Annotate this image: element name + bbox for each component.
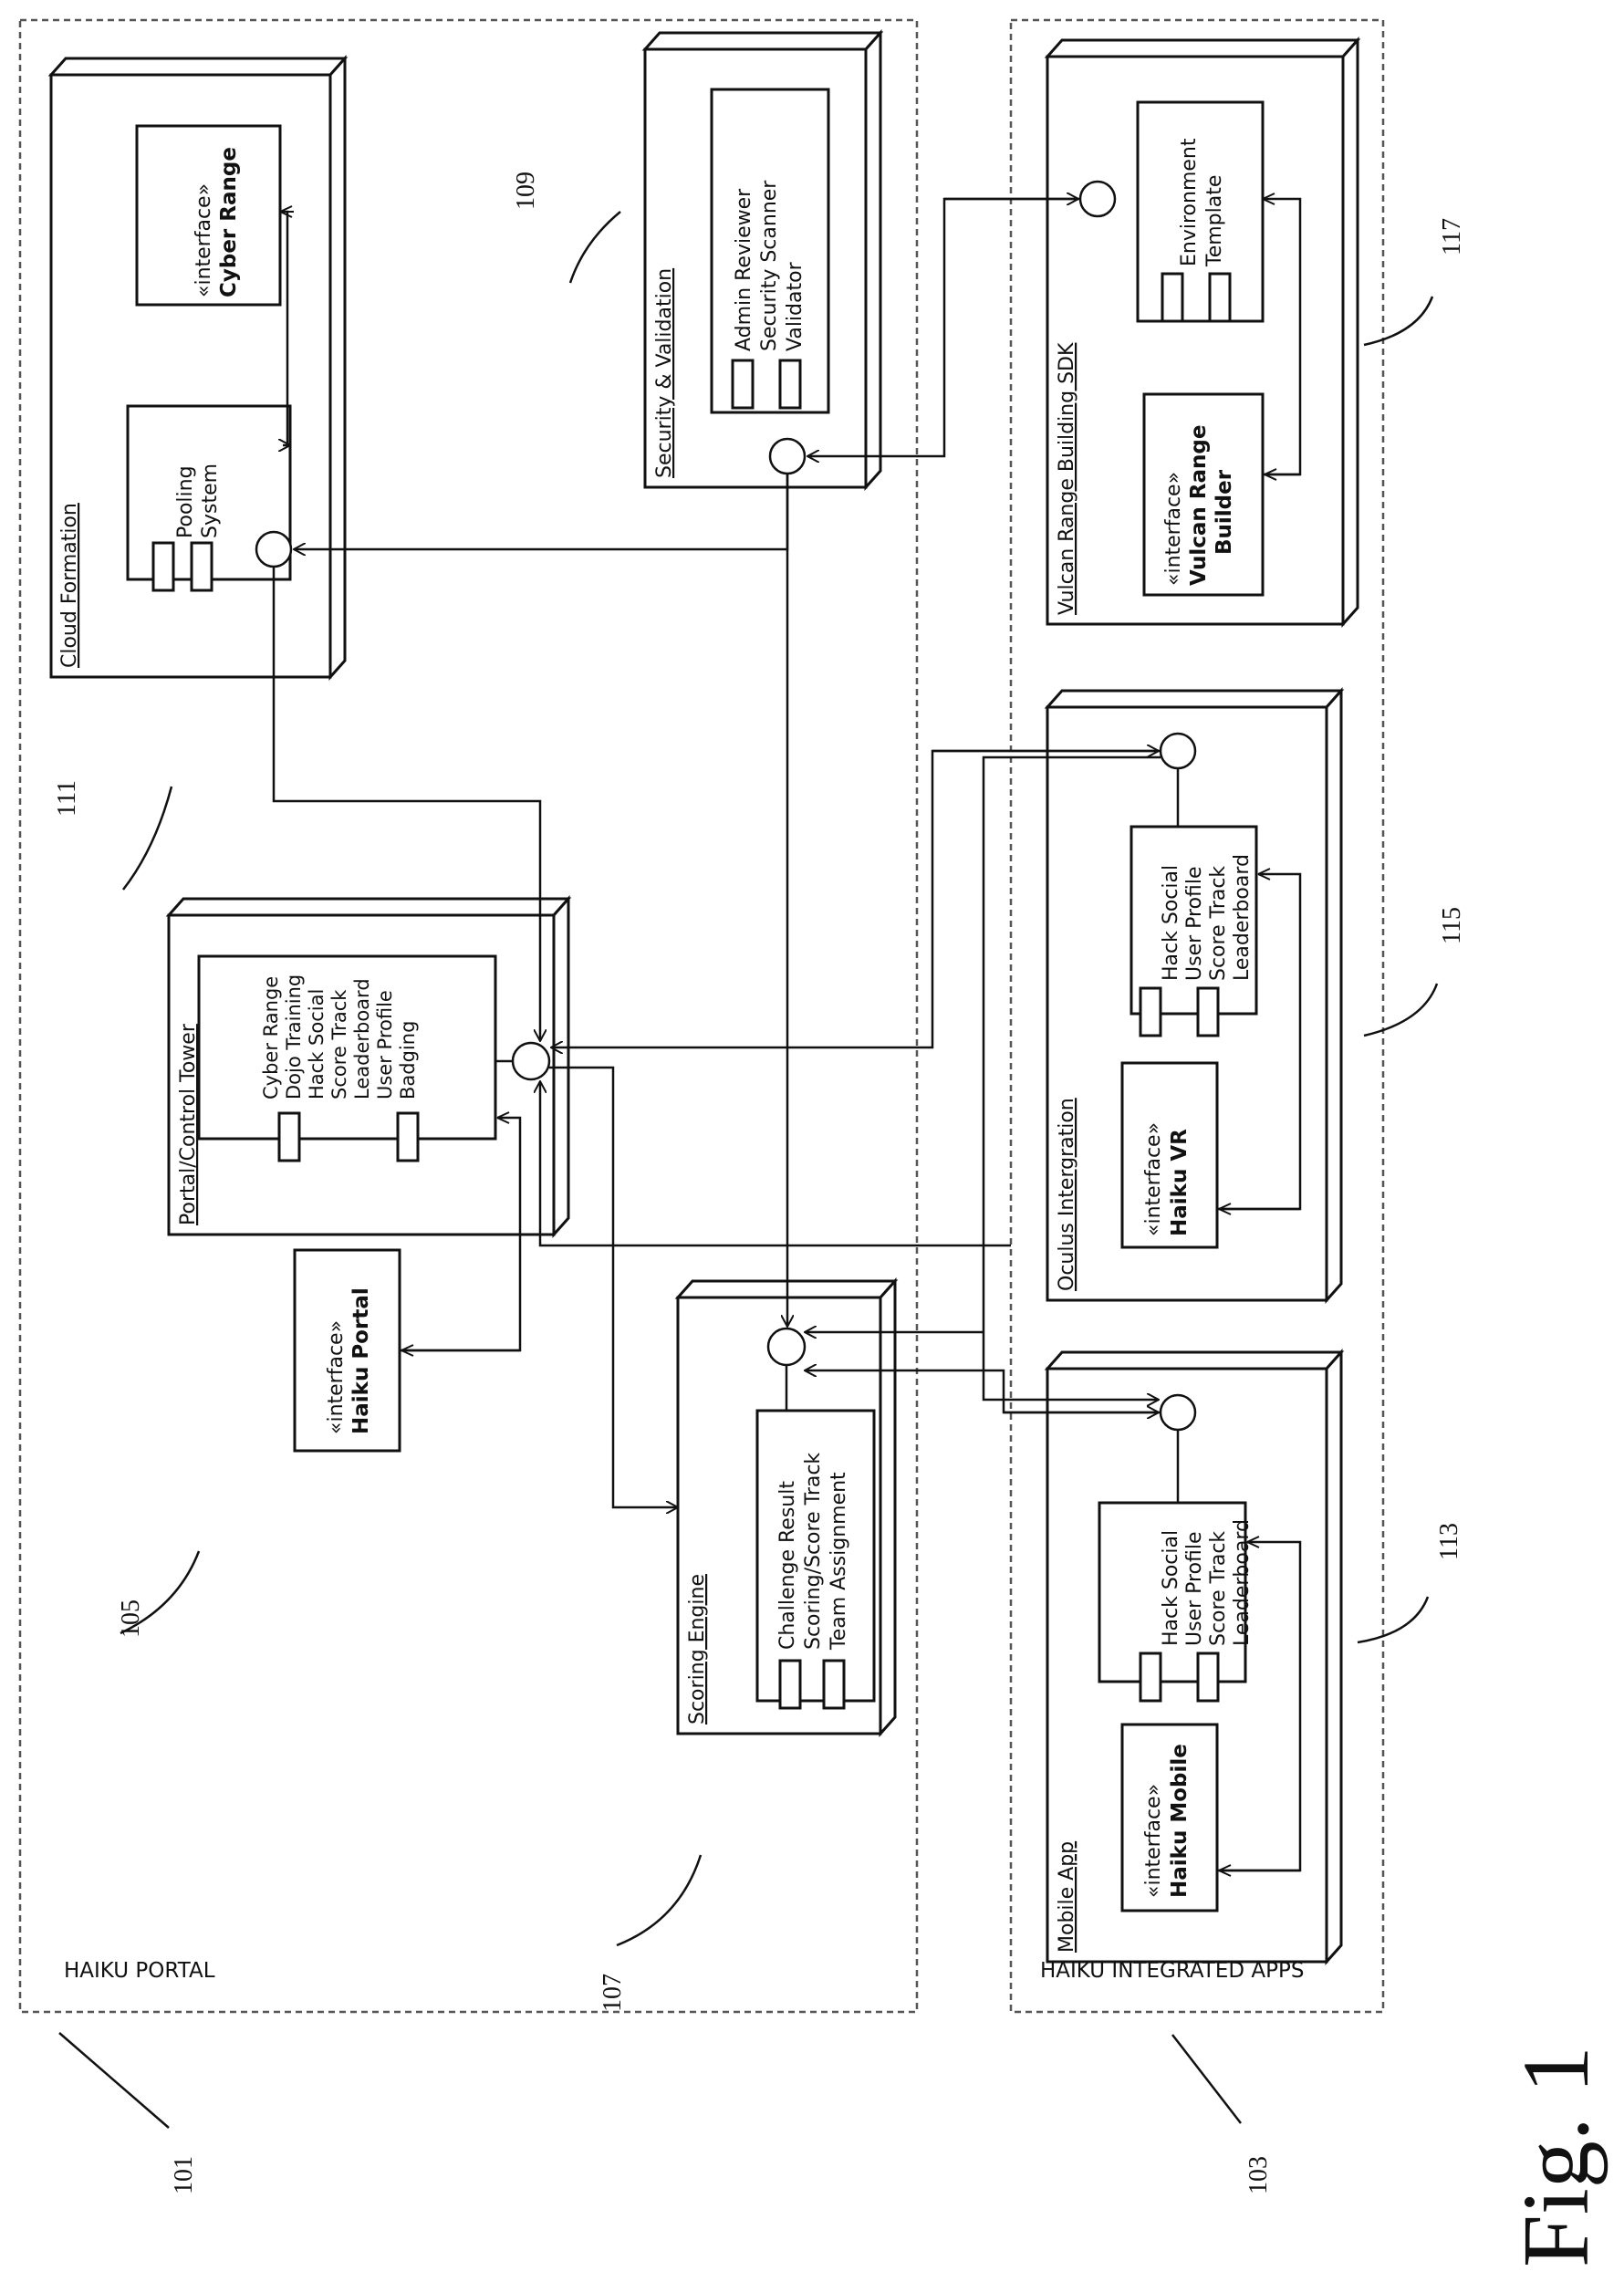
mobile-port-2 xyxy=(1198,1653,1218,1701)
mobile-line-2: User Profile xyxy=(1183,1531,1206,1646)
portal-port-2 xyxy=(398,1113,418,1161)
haiku-portal-stereotype: «interface» xyxy=(325,1320,348,1434)
security-validation-title: Security & Validation xyxy=(653,268,676,478)
portal-control-tower-node: Portal/Control Tower Cyber Range Dojo Tr… xyxy=(169,899,568,1451)
figure-label: Fig. 1 xyxy=(1504,2046,1608,2267)
ref-115: 115 xyxy=(1438,907,1466,944)
env-line-1: Environment xyxy=(1178,138,1201,266)
ref-101-leader xyxy=(59,2033,169,2128)
portal-port-circle xyxy=(513,1043,549,1079)
vulcan-port-circle xyxy=(1080,182,1115,216)
security-line-2: Security Scanner xyxy=(758,180,781,351)
mobile-port-circle xyxy=(1161,1395,1195,1430)
mobile-line-4: Leaderboard xyxy=(1231,1519,1254,1646)
ref-111: 111 xyxy=(53,780,81,817)
scoring-port-1 xyxy=(780,1661,800,1708)
ref-101: 101 xyxy=(170,2156,198,2194)
portal-line-4: Score Track xyxy=(328,989,350,1099)
ref-111-leader xyxy=(123,787,172,890)
pooling-line-2: System xyxy=(199,464,222,538)
cloud-formation-title: Cloud Formation xyxy=(58,503,81,668)
portal-line-3: Hack Social xyxy=(306,989,328,1099)
portal-port-1 xyxy=(279,1113,299,1161)
pooling-port-2 xyxy=(192,543,212,590)
portal-control-tower-title: Portal/Control Tower xyxy=(177,1023,200,1225)
ref-103-leader xyxy=(1172,2035,1241,2123)
haiku-mobile-interface-name: Haiku Mobile xyxy=(1168,1744,1192,1898)
ref-117: 117 xyxy=(1438,218,1466,255)
vulcan-interface-name-2: Builder xyxy=(1213,469,1236,555)
ref-109-leader xyxy=(570,212,620,283)
vulcan-stereotype: «interface» xyxy=(1162,472,1185,586)
env-port-2 xyxy=(1210,274,1230,321)
vulcan-interface-name-1: Vulcan Range xyxy=(1187,425,1211,586)
ref-117-leader xyxy=(1364,297,1432,345)
portal-line-5: Leaderboard xyxy=(351,978,373,1099)
portal-line-6: User Profile xyxy=(374,990,396,1099)
oculus-line-3: Score Track xyxy=(1207,866,1230,981)
cloud-formation-node: Cloud Formation Pooling System «interfac… xyxy=(51,58,345,677)
ref-109: 109 xyxy=(512,172,540,210)
mobile-line-1: Hack Social xyxy=(1160,1530,1182,1646)
haiku-vr-stereotype: «interface» xyxy=(1142,1122,1165,1236)
mobile-line-3: Score Track xyxy=(1207,1531,1230,1646)
security-port-2 xyxy=(780,360,800,408)
haiku-mobile-stereotype: «interface» xyxy=(1142,1784,1165,1898)
pooling-line-1: Pooling xyxy=(174,465,197,538)
security-port-circle xyxy=(770,439,805,474)
scoring-line-1: Challenge Result xyxy=(776,1481,799,1650)
apps-to-portal-arrow xyxy=(540,1081,1011,1245)
mobile-app-title: Mobile App xyxy=(1056,1841,1078,1953)
ref-103: 103 xyxy=(1244,2156,1273,2194)
scoring-port-2 xyxy=(824,1661,844,1708)
scoring-port-circle xyxy=(768,1329,805,1365)
ref-113: 113 xyxy=(1435,1523,1463,1560)
ref-113-leader xyxy=(1358,1597,1428,1642)
security-line-1: Admin Reviewer xyxy=(733,188,755,351)
haiku-portal-label: HAIKU PORTAL xyxy=(64,1959,215,1983)
security-validation-node: Security & Validation Admin Reviewer Sec… xyxy=(645,33,880,487)
vulcan-sdk-title: Vulcan Range Building SDK xyxy=(1056,342,1078,615)
ref-105: 105 xyxy=(117,1599,145,1638)
mobile-port-1 xyxy=(1140,1653,1161,1701)
security-port-1 xyxy=(733,360,753,408)
pooling-port-1 xyxy=(153,543,173,590)
oculus-line-4: Leaderboard xyxy=(1231,854,1254,981)
cyber-range-stereotype: «interface» xyxy=(193,183,215,297)
oculus-integration-title: Oculus Intergration xyxy=(1056,1098,1078,1291)
haiku-portal-interface-name: Haiku Portal xyxy=(349,1287,373,1434)
scoring-line-2: Scoring/Score Track xyxy=(802,1453,825,1650)
portal-line-1: Cyber Range xyxy=(260,976,282,1099)
vulcan-sdk-node: Vulcan Range Building SDK Environment Te… xyxy=(1047,40,1358,624)
scoring-engine-node: Scoring Engine Challenge Result Scoring/… xyxy=(678,1281,895,1734)
security-line-3: Validator xyxy=(784,261,807,351)
cloud-formation-port-circle xyxy=(256,532,291,567)
oculus-port-2 xyxy=(1198,988,1218,1036)
scoring-line-3: Team Assignment xyxy=(828,1472,850,1651)
ref-107-leader xyxy=(617,1855,701,1945)
ref-107: 107 xyxy=(599,1974,627,2012)
portal-line-7: Badging xyxy=(397,1021,419,1099)
oculus-line-1: Hack Social xyxy=(1160,865,1182,981)
oculus-port-1 xyxy=(1140,988,1161,1036)
portal-line-2: Dojo Training xyxy=(283,974,305,1099)
env-line-2: Template xyxy=(1203,175,1226,267)
ref-115-leader xyxy=(1364,984,1437,1036)
cyber-range-interface-name: Cyber Range xyxy=(217,147,241,297)
haiku-vr-interface-name: Haiku VR xyxy=(1168,1129,1192,1236)
scoring-engine-title: Scoring Engine xyxy=(686,1574,709,1725)
oculus-port-circle xyxy=(1161,734,1195,768)
oculus-line-2: User Profile xyxy=(1183,866,1206,981)
env-port-1 xyxy=(1162,274,1182,321)
